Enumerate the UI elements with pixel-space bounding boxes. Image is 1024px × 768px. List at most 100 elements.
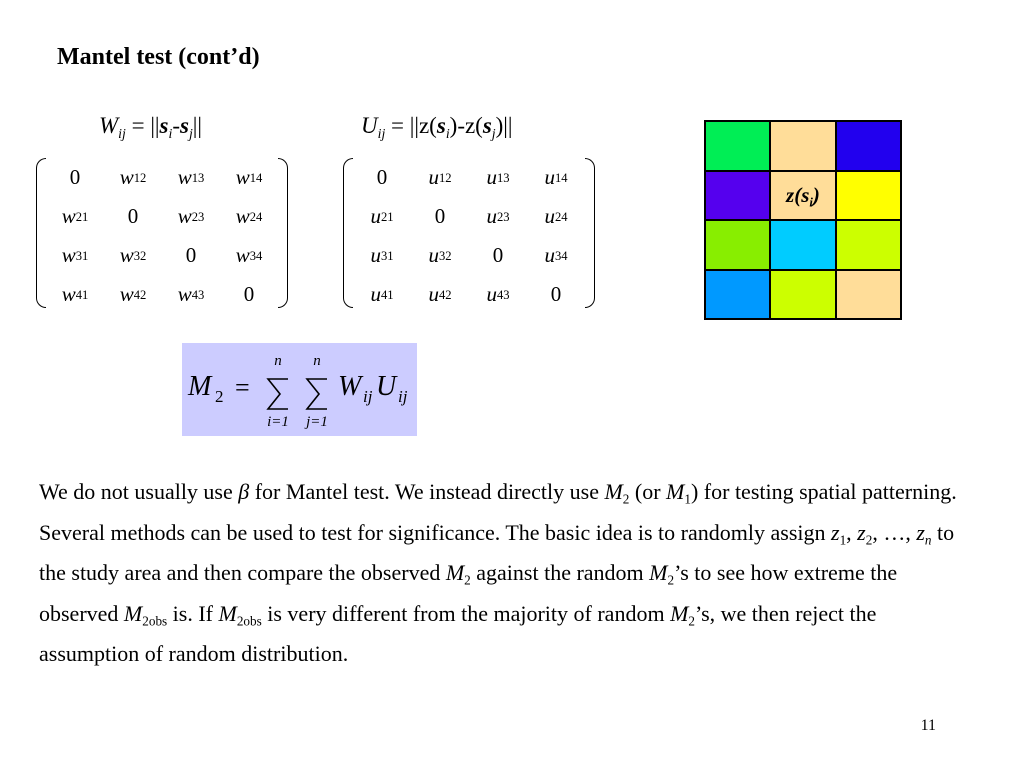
u-matrix-right-bracket — [585, 158, 595, 308]
z-label-open: ( — [794, 182, 802, 207]
m2-w: W — [338, 371, 364, 402]
grid-cell — [835, 170, 901, 220]
math-sub: 1 — [839, 532, 847, 548]
grid-cell — [835, 269, 901, 319]
grid-cell — [835, 220, 901, 270]
u-formula-lhs: U — [361, 113, 378, 138]
math-m: M — [445, 560, 465, 585]
w-matrix-cell: 0 — [46, 158, 104, 197]
paragraph-text: ’s to see how extreme the observed — [39, 560, 898, 626]
w-formula: Wij = ||si-sj|| — [99, 113, 203, 141]
math-m: M — [604, 479, 623, 504]
matrix-entry: u — [544, 165, 555, 189]
w-matrix-cell: 0 — [104, 197, 162, 236]
z-label-z: z — [786, 182, 795, 207]
matrix-entry: w — [177, 165, 192, 189]
matrix-entry: w — [61, 282, 76, 306]
slide-title: Mantel test (cont’d) — [57, 44, 260, 70]
paragraph-text: We do not usually use — [39, 479, 239, 504]
math-m: M — [666, 479, 685, 504]
matrix-entry: 0 — [550, 282, 562, 306]
matrix-entry: u — [428, 165, 439, 189]
paragraph-text: (or — [629, 479, 667, 504]
w-matrix-right-bracket — [278, 158, 288, 308]
matrix-entry: w — [177, 204, 192, 228]
math-m: M — [649, 560, 668, 585]
grid-cell — [705, 170, 771, 220]
grid-cell — [835, 121, 901, 171]
matrix-entry: u — [428, 243, 439, 267]
matrix-entry: u — [370, 282, 381, 306]
u-matrix-cell: 0 — [411, 197, 469, 236]
matrix-entry: 0 — [243, 282, 255, 306]
u-matrix-cell: 0 — [527, 275, 585, 314]
m2-u-sub: ij — [398, 387, 408, 406]
w-formula-eq: = || — [125, 113, 160, 138]
slide-number: 11 — [920, 717, 936, 734]
grid-cell — [770, 121, 836, 171]
sum1-lower: i=1 — [267, 414, 289, 430]
u-formula-lhs-sub: ij — [377, 125, 386, 141]
w-matrix-cell: 0 — [162, 236, 220, 275]
w-formula-s2-sub: j — [188, 125, 193, 141]
matrix-entry: u — [370, 243, 381, 267]
u-formula-s2: s — [482, 113, 492, 138]
body-paragraph: We do not usually use β for Mantel test.… — [39, 472, 969, 675]
paragraph-text: , — [846, 519, 858, 545]
math-z: z — [831, 519, 840, 545]
grid-cell — [770, 269, 836, 319]
u-formula-eq: = ||z( — [385, 113, 437, 138]
m2-formula-box: M 2 = n i=1 n j=1 W ij U ij — [182, 343, 417, 436]
w-formula-s1-sub: i — [168, 125, 173, 141]
matrix-entry: w — [119, 165, 134, 189]
u-formula-s1: s — [436, 113, 446, 138]
paragraph-text: , …, — [872, 519, 917, 545]
beta-symbol: β — [238, 479, 250, 504]
matrix-entry: w — [177, 282, 192, 306]
paragraph-text: is very different from the majority of r… — [261, 600, 671, 626]
math-sub: 2 — [464, 572, 471, 588]
matrix-entry: w — [119, 243, 134, 267]
grid-cell-focus: z(si) — [770, 170, 836, 220]
math-sub: 2 — [688, 613, 695, 629]
u-formula-s1-sub: i — [445, 125, 450, 141]
w-matrix-cell: 0 — [220, 275, 278, 314]
matrix-entry: u — [486, 204, 497, 228]
grid-cell — [705, 269, 771, 319]
w-formula-s2: s — [180, 113, 189, 138]
m2-lhs-sub: 2 — [215, 387, 224, 406]
matrix-entry: u — [370, 204, 381, 228]
sum1-upper: n — [274, 353, 282, 369]
matrix-entry: u — [544, 243, 555, 267]
math-z: z — [916, 519, 925, 545]
sum-symbol-1 — [266, 378, 288, 410]
u-matrix-cell: 0 — [469, 236, 527, 275]
math-sub: 2 — [865, 532, 873, 548]
w-formula-close: || — [192, 113, 203, 138]
math-sub: n — [924, 532, 932, 548]
u-formula-close: )|| — [495, 113, 513, 138]
z-s-i-label: z(si) — [786, 182, 820, 209]
w-formula-s1: s — [159, 113, 169, 138]
matrix-entry: u — [486, 282, 497, 306]
matrix-entry: w — [119, 282, 134, 306]
math-sub: 2 — [622, 491, 630, 507]
w-formula-minus: - — [172, 113, 180, 138]
math-sub: 2obs — [236, 613, 262, 629]
w-formula-lhs: W — [99, 113, 119, 138]
w-matrix-left-bracket — [36, 158, 46, 308]
paragraph-text: against the random — [470, 560, 650, 585]
m2-formula: M 2 = n i=1 n j=1 W ij U ij — [187, 353, 408, 430]
u-matrix-left-bracket — [343, 158, 353, 308]
